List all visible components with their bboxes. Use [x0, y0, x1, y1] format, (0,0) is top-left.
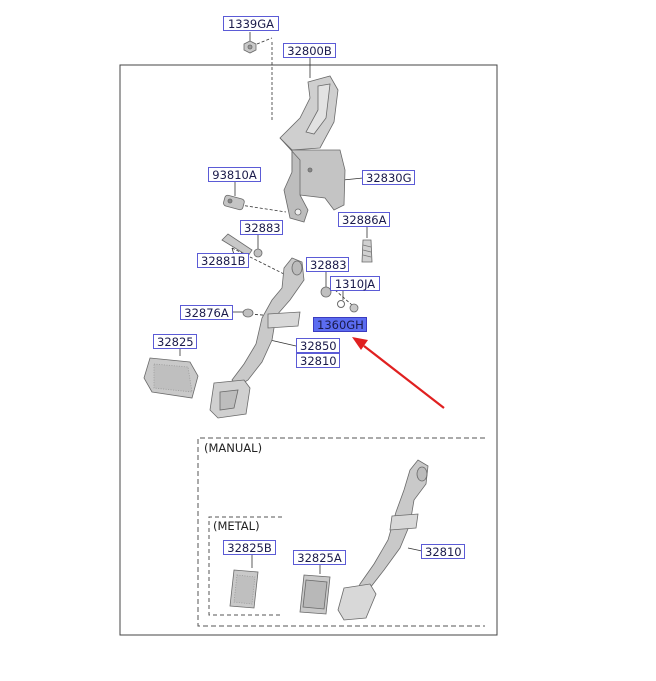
part-label-32830g[interactable]: 32830G	[362, 170, 415, 185]
part-label-32883-lower[interactable]: 32883	[306, 257, 349, 272]
metal-frame	[208, 516, 282, 616]
part-label-32800b[interactable]: 32800B	[283, 43, 336, 58]
part-pedal-pad-main	[209, 379, 251, 419]
part-pedal-arm	[231, 257, 305, 387]
part-clip-1360gh	[337, 300, 345, 308]
part-manual-pedal-arm	[351, 459, 429, 609]
part-label-1360gh[interactable]: 1360GH	[313, 317, 367, 332]
part-label-93810a[interactable]: 93810A	[208, 167, 261, 182]
section-label-metal: (METAL)	[213, 519, 260, 533]
part-label-32886a[interactable]: 32886A	[338, 212, 390, 227]
part-label-32850[interactable]: 32850	[296, 338, 340, 353]
part-switch-93810a	[223, 194, 245, 211]
part-bush-32883a	[253, 248, 263, 258]
part-spring-32886a	[361, 239, 373, 263]
part-label-32810-manual[interactable]: 32810	[421, 544, 465, 559]
part-pad-32825b	[229, 569, 259, 609]
part-label-32825[interactable]: 32825	[153, 334, 197, 349]
part-bracket-32800b	[279, 75, 346, 223]
part-label-32825b[interactable]: 32825B	[223, 540, 276, 555]
part-pad-32825	[143, 357, 199, 399]
part-label-32825a[interactable]: 32825A	[293, 550, 346, 565]
part-bolt-1339ga	[243, 40, 257, 54]
part-washer-1310ja	[349, 303, 359, 313]
part-stopper-32876a	[242, 308, 254, 318]
red-pointer-arrow	[352, 337, 445, 409]
part-label-32881b[interactable]: 32881B	[197, 253, 249, 268]
main-frame	[119, 64, 498, 636]
part-manual-pedal-pad	[337, 583, 377, 621]
part-label-32810-upper[interactable]: 32810	[296, 353, 340, 368]
part-label-32876a[interactable]: 32876A	[180, 305, 233, 320]
leader-lines	[179, 32, 423, 574]
part-rod-32881b	[221, 233, 253, 257]
section-label-manual: (MANUAL)	[204, 441, 263, 455]
part-label-32883-upper[interactable]: 32883	[240, 220, 283, 235]
manual-frame	[197, 437, 485, 627]
part-label-1310ja[interactable]: 1310JA	[330, 276, 380, 291]
part-bush-32883b	[320, 286, 332, 298]
part-pad-32825a	[299, 574, 331, 615]
part-label-1339ga[interactable]: 1339GA	[223, 16, 279, 31]
